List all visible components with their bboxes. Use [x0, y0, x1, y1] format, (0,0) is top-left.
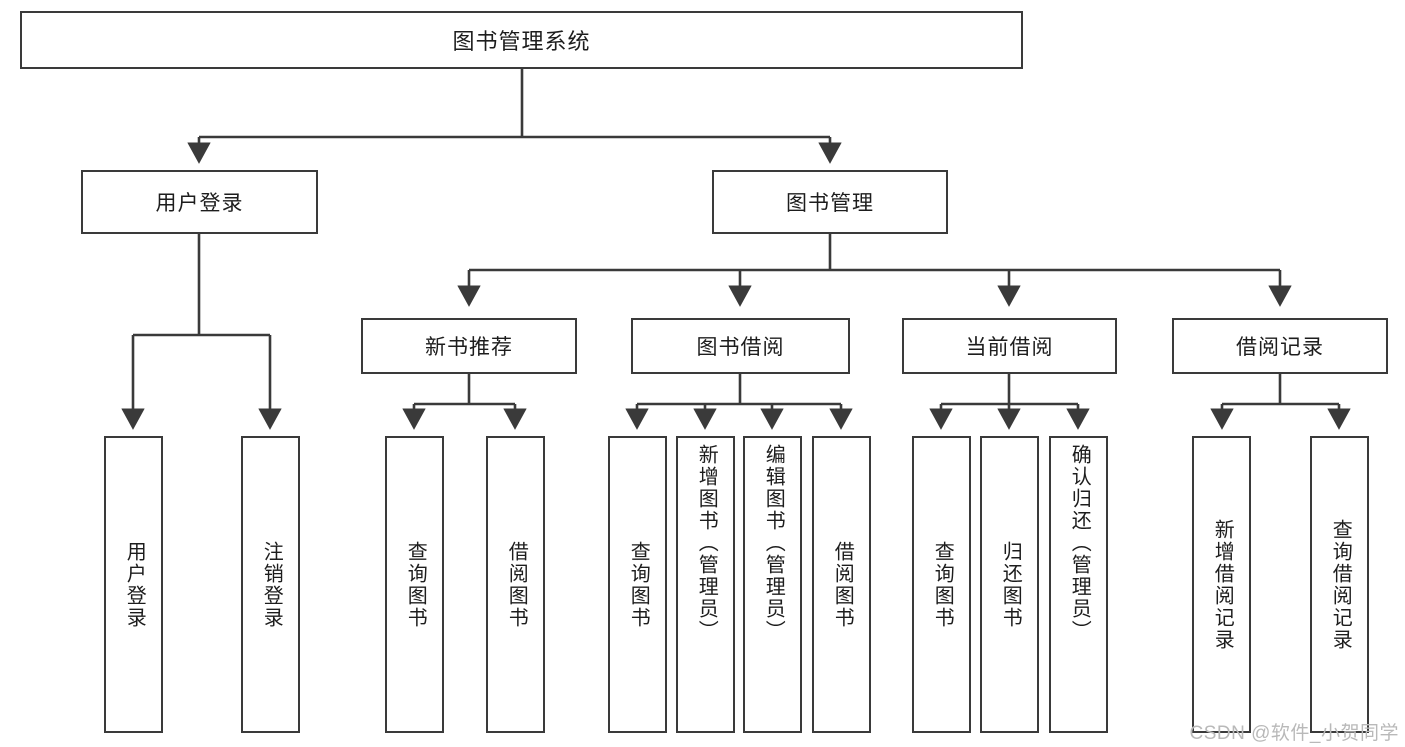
node-borrow-records[interactable]: 借阅记录: [1172, 318, 1388, 374]
leaf-add-book-admin[interactable]: 新增图书（管理员）: [676, 436, 735, 733]
leaf-query-borrow-record-label: 查询借阅记录: [1329, 518, 1352, 651]
leaf-query-book-current-label: 查询图书: [931, 540, 954, 629]
leaf-query-book-borrow-label: 查询图书: [627, 540, 650, 629]
leaf-edit-book-admin-label: 编辑图书（管理员）: [762, 444, 785, 642]
leaf-return-book[interactable]: 归还图书: [980, 436, 1039, 733]
leaf-query-book-current[interactable]: 查询图书: [912, 436, 971, 733]
leaf-query-book-rec-label: 查询图书: [404, 540, 427, 629]
node-new-book-recommend[interactable]: 新书推荐: [361, 318, 577, 374]
leaf-borrow-book[interactable]: 借阅图书: [812, 436, 871, 733]
node-book-management[interactable]: 图书管理: [712, 170, 948, 234]
node-book-borrow[interactable]: 图书借阅: [631, 318, 850, 374]
leaf-confirm-return-admin-label: 确认归还（管理员）: [1068, 444, 1091, 642]
leaf-add-book-admin-label: 新增图书（管理员）: [695, 444, 718, 642]
node-root-label: 图书管理系统: [452, 29, 591, 54]
leaf-query-book-rec[interactable]: 查询图书: [385, 436, 444, 733]
leaf-borrow-book-label: 借阅图书: [831, 540, 854, 629]
node-book-borrow-label: 图书借阅: [696, 336, 785, 359]
leaf-confirm-return-admin[interactable]: 确认归还（管理员）: [1049, 436, 1108, 733]
leaf-borrow-book-rec[interactable]: 借阅图书: [486, 436, 545, 733]
leaf-user-login-label: 用户登录: [123, 540, 146, 629]
node-user-login-label: 用户登录: [155, 192, 244, 215]
leaf-user-login[interactable]: 用户登录: [104, 436, 163, 733]
leaf-add-borrow-record-label: 新增借阅记录: [1211, 518, 1234, 651]
leaf-logout[interactable]: 注销登录: [241, 436, 300, 733]
leaf-edit-book-admin[interactable]: 编辑图书（管理员）: [743, 436, 802, 733]
leaf-return-book-label: 归还图书: [999, 540, 1022, 629]
leaf-borrow-book-rec-label: 借阅图书: [505, 540, 528, 629]
node-borrow-records-label: 借阅记录: [1236, 336, 1324, 359]
node-new-book-recommend-label: 新书推荐: [425, 336, 513, 359]
node-root[interactable]: 图书管理系统: [20, 11, 1023, 69]
leaf-query-borrow-record[interactable]: 查询借阅记录: [1310, 436, 1369, 733]
leaf-add-borrow-record[interactable]: 新增借阅记录: [1192, 436, 1251, 733]
node-current-borrow-label: 当前借阅: [965, 336, 1054, 359]
node-book-management-label: 图书管理: [786, 192, 874, 215]
leaf-logout-label: 注销登录: [260, 540, 283, 629]
leaf-query-book-borrow[interactable]: 查询图书: [608, 436, 667, 733]
node-current-borrow[interactable]: 当前借阅: [902, 318, 1117, 374]
node-user-login[interactable]: 用户登录: [81, 170, 318, 234]
